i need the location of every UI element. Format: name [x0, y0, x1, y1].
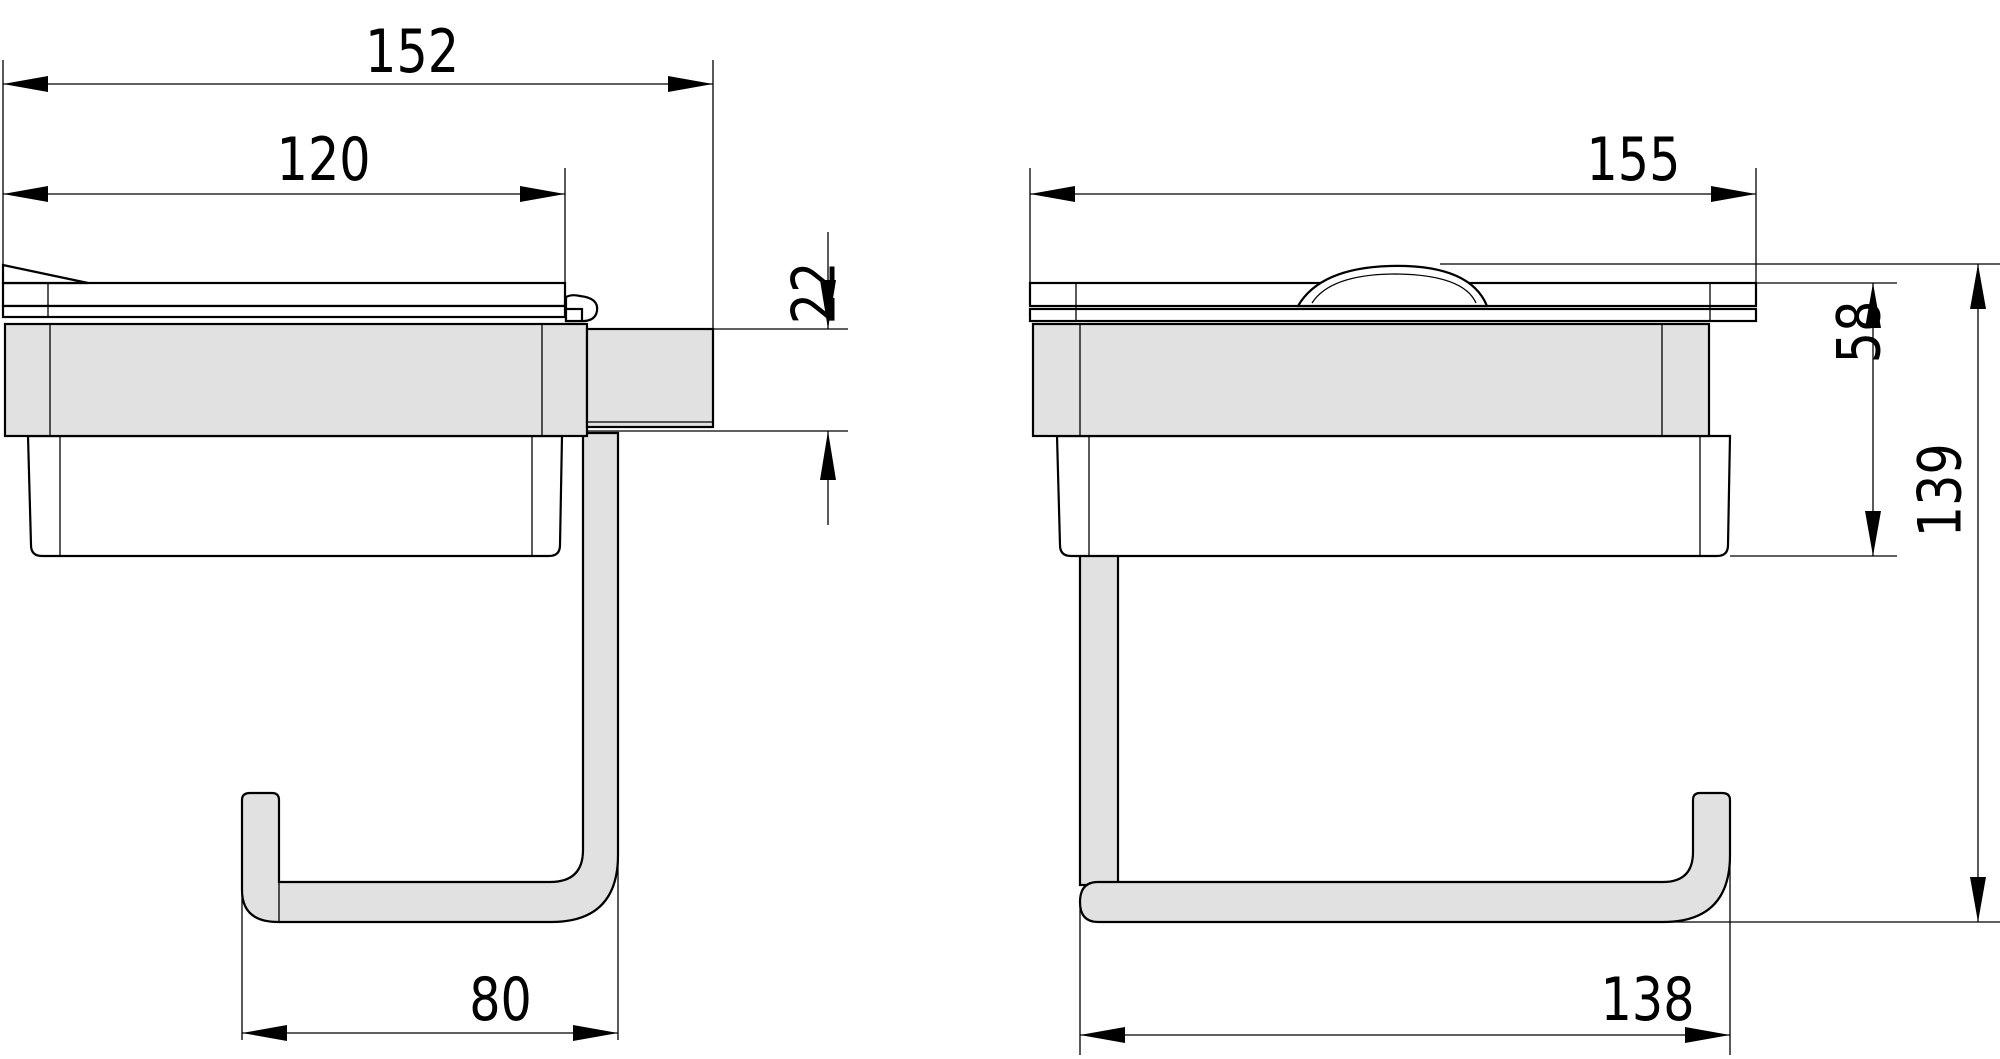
right-shelf-block: [1031, 322, 1711, 438]
dim-152: 152: [365, 16, 459, 86]
dim-22: 22: [779, 262, 849, 325]
left-shelf-block: [3, 322, 589, 438]
left-hook-arm: [240, 431, 620, 924]
right-hook-arm: [1078, 791, 1732, 924]
left-wall-mount: [585, 327, 715, 429]
dim-155: 155: [1586, 124, 1680, 194]
right-view: [1028, 264, 1758, 924]
left-view: [1, 263, 715, 924]
left-tray: [26, 434, 564, 558]
right-vertical-arm: [1078, 553, 1120, 887]
left-dimensions: 152 120 22 80: [2, 16, 849, 1041]
dim-139: 139: [1905, 443, 1975, 537]
dim-120: 120: [277, 124, 371, 194]
left-lid-flap: [1, 263, 89, 285]
dim-138: 138: [1601, 964, 1695, 1034]
right-lid-handle: [1296, 264, 1489, 308]
dim-58: 58: [1824, 301, 1894, 364]
right-lid-base: [1028, 307, 1758, 323]
dim-80: 80: [469, 964, 532, 1034]
right-dimensions: 155 58 139 138: [1029, 124, 2000, 1055]
left-lid: [1, 281, 567, 308]
right-tray: [1055, 434, 1732, 558]
left-lid-base: [1, 304, 567, 319]
